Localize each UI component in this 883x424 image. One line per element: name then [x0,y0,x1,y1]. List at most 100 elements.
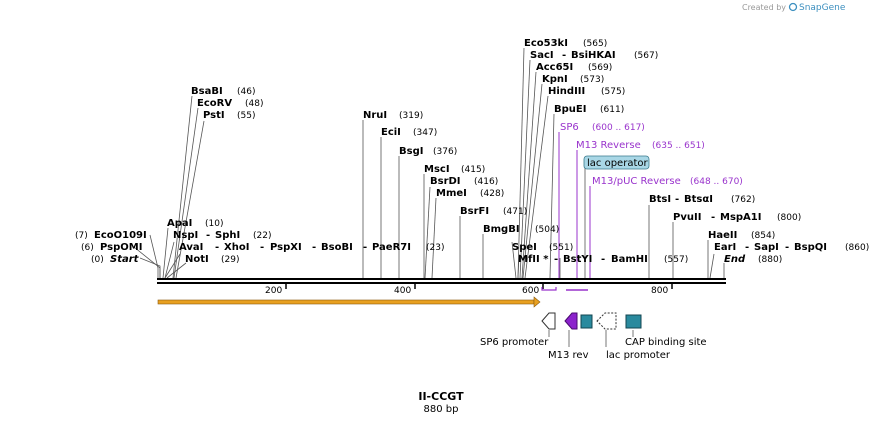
enzyme-pos: (22) [253,231,271,241]
enzyme-pos: (46) [237,87,255,97]
lac-operator-box [583,155,650,170]
svg-text:-: - [260,242,264,253]
enzyme-pos: (471) [503,207,527,217]
enzyme-name: EciI [381,127,401,138]
enzyme-name: PaeR7I [372,242,411,253]
end-label: End [724,254,746,265]
enzyme-pos: (0) [91,255,104,265]
enzyme-name: BspQI [794,242,827,253]
m13-rev-arrow-icon [564,312,578,330]
svg-text:-: - [675,194,679,205]
enzyme-name: EcoRV [197,98,232,109]
enzyme-name: NspI [173,230,198,241]
enzyme-pos: (860) [845,243,869,253]
enzyme-name: HaeII [708,230,737,241]
sp6-promoter-label: SP6 promoter [480,337,549,348]
enzyme-pos: (854) [751,231,775,241]
enzyme-pos: (565) [583,39,607,49]
primer-range: (600 .. 617) [592,123,645,133]
enzyme-name: BsrFI [460,206,489,217]
tick-label: 200 [265,286,282,296]
enzyme-pos: (551) [549,243,573,253]
enzyme-name: BmgBI [483,224,520,235]
svg-text:-: - [215,242,219,253]
primer-name: SP6 [560,122,579,133]
enzyme-pos: (6) [81,243,94,253]
enzyme-pos: (569) [588,63,612,73]
svg-text:-: - [363,242,367,253]
primer-name: M13 Reverse [576,140,641,151]
map-title: II-CCGT [418,390,464,403]
lac-operator-label: lac operator [587,158,648,169]
enzyme-name: MscI [424,164,450,175]
enzyme-pos: (504) [535,225,559,235]
enzyme-pos: (10) [205,219,223,229]
enzyme-pos: (762) [731,195,755,205]
enzyme-name: BtsI [649,194,671,205]
lac-operator-feature [580,314,593,329]
snapgene-brand: SnapGene [799,3,846,13]
svg-text:-: - [601,254,605,265]
enzyme-name: BsrDI [430,176,461,187]
enzyme-name: SpeI [512,242,537,253]
enzyme-name: SphI [215,230,240,241]
enzyme-name: Acc65I [536,62,573,73]
enzyme-pos: (573) [580,75,604,85]
enzyme-name: BpuEI [554,104,586,115]
primer-labels: SP6 (600 .. 617) M13 Reverse (635 .. 651… [560,122,743,187]
map-length: 880 bp [424,404,459,415]
enzyme-pos: (428) [480,189,504,199]
enzyme-name: PspOMI [100,242,142,253]
start-label: Start [110,254,140,265]
primer-name: M13/pUC Reverse [592,176,681,187]
cap-binding-site-label: CAP binding site [625,337,707,348]
primer-range: (635 .. 651) [652,141,705,151]
enzyme-pos: (376) [433,147,457,157]
tick-label: 400 [394,286,411,296]
primer-range: (648 .. 670) [690,177,743,187]
svg-text:-: - [562,50,566,61]
enzyme-name: PspXI [270,242,302,253]
tick-label: 600 [522,286,539,296]
feature-leaders [548,330,634,347]
enzyme-pos: (347) [413,128,437,138]
enzyme-pos: (29) [221,255,239,265]
svg-text:-: - [206,230,210,241]
enzyme-pos: (575) [601,87,625,97]
enzyme-name: MspA1I [720,212,761,223]
enzyme-name: BtsαI [684,194,713,205]
enzyme-name: XhoI [224,242,249,253]
m13-rev-label: M13 rev [548,350,589,361]
enzyme-name: BsiHKAI [571,50,616,61]
cap-binding-site-feature [625,314,642,329]
created-by-text: Created by [742,3,786,12]
enzyme-name: HindIII [548,86,585,97]
enzyme-pos: (48) [245,99,263,109]
enzyme-pos: (7) [75,231,88,241]
enzyme-pos: (557) [664,255,688,265]
enzyme-name: EcoO109I [94,230,147,241]
enzyme-name: BamHI [611,254,648,265]
enzyme-name: AvaI [179,242,203,253]
enzyme-labels: (7) EcoO109I (6) PspOMI (0) Start ApaI (… [75,38,869,265]
sp6-promoter-arrow-icon [541,312,556,330]
enzyme-name: MfII * [518,254,549,265]
primer-leaders [558,132,591,278]
enzyme-pos: (416) [474,177,498,187]
snapgene-logo-icon [788,2,798,12]
enzyme-name: SacI [530,50,554,61]
primer-binding-marks [541,287,588,291]
enzyme-name: BsoBI [321,242,353,253]
enzyme-name: NotI [185,254,209,265]
svg-text:-: - [711,212,715,223]
lac-promoter-label: lac promoter [606,350,671,361]
enzyme-name: MmeI [436,188,467,199]
orange-feature-bar [157,296,541,308]
enzyme-pos: (567) [634,51,658,61]
sequence-backbone [157,278,726,289]
enzyme-pos: (880) [758,255,782,265]
enzyme-name: ApaI [167,218,192,229]
svg-text:-: - [312,242,316,253]
enzyme-pos: (55) [237,111,255,121]
